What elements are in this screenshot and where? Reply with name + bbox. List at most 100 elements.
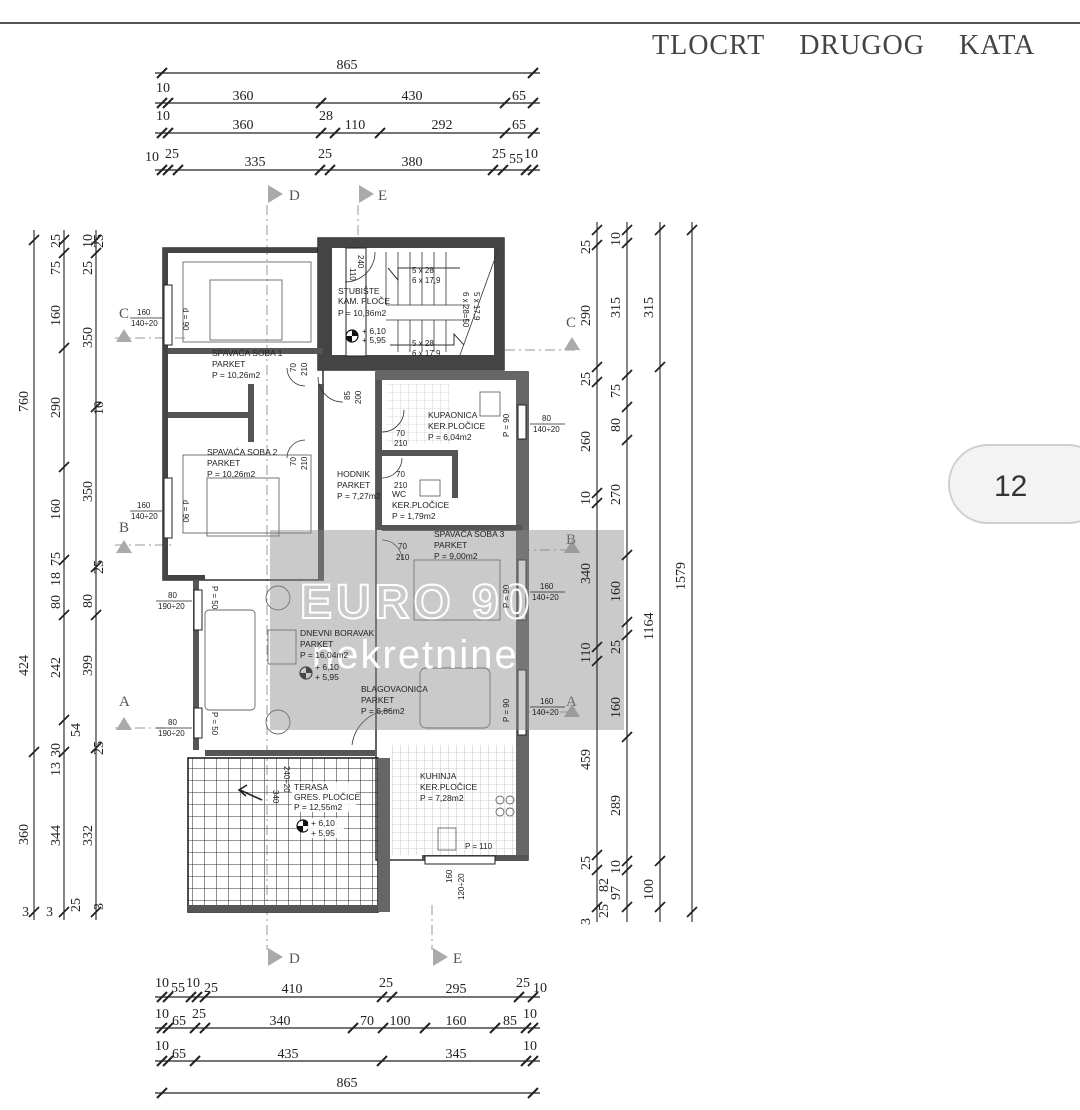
dim-left-c2-12: 3 [46,905,53,920]
dim-right-c2-5: 160 [609,581,624,602]
stair-note-4: 5 x 17,9 [472,292,481,321]
dim-left-c4-1: 10 [92,401,107,415]
bottom-dimension-text: 10 55 10 25 410 25 295 25 10 10 65 25 34… [155,976,547,1091]
top-dimension-chains [155,67,540,176]
dim-bottom-r1-1: 55 [171,981,185,996]
window-80-lower-height: 190÷20 [158,729,185,738]
dim-right-c1-1: 290 [579,305,594,326]
page-number-badge[interactable]: 12 [948,444,1080,524]
room-kitchen-finish: KER.PLOČICE [420,782,477,792]
window-room3-height: 140÷20 [532,593,559,602]
watermark-line-2: nekretnine [312,633,519,677]
sill-living-lower: P = 50 [210,712,219,736]
terrace-level-upper: + 6,10 [311,818,335,828]
dim-right-c2-2: 75 [609,384,624,398]
dim-top-r1-3: 65 [512,89,526,104]
door-d90-bed1: d = 90 [181,308,190,331]
room-hallway-name: HODNIK [337,469,370,479]
door-wc-height: 210 [394,481,408,490]
dim-left-c3-2: 350 [81,327,96,348]
stair-note-1: 5 x 28 [412,266,434,275]
room-bedroom-1: SPAVAĆA SOBA 1 PARKET P = 10,26m2 [212,348,283,380]
dim-left-c2-6: 18 [49,572,64,586]
dim-top-r3-1: 25 [165,147,179,162]
stair-note-5: 5 x 28 [412,339,434,348]
dim-top-r2-4: 292 [432,118,453,133]
dim-right-c3-1: 1164 [642,613,657,640]
dim-top-r3-5: 25 [492,147,506,162]
right-dimension-text: 25 290 25 260 10 340 110 459 25 3 10 315… [579,232,689,925]
dim-left-c4-0: 25 [92,234,107,248]
dim-left-c4-4: 3 [92,903,107,910]
room-bedroom-3: SPAVAĆA SOBA 3 PARKET P = 9,00m2 [434,529,505,561]
section-label-d-bottom: D [289,951,300,967]
dim-bottom-r2-8: 10 [523,1007,537,1022]
window-dining-height: 140÷20 [532,708,559,717]
dim-top-r1-1: 360 [233,89,254,104]
section-label-d-top: D [289,188,300,204]
dim-left-c2-0: 25 [49,234,64,248]
room-bedroom-1-area: P = 10,26m2 [212,370,261,380]
sill-kitchen: P = 110 [465,842,493,851]
dim-top-r2-3: 110 [345,118,365,133]
room-bathroom-area: P = 6,04m2 [428,432,472,442]
dim-left-c2-9: 13 [49,762,64,776]
dim-right-c2-11: 97 [609,886,624,900]
stair-notes: 5 x 28 6 x 17,9 6 x 28=50 5 x 17,9 5 x 2… [412,266,481,358]
dim-right-c3-2: 100 [642,879,657,900]
door-stairs-height: 240 [356,255,365,269]
room-living: DNEVNI BORAVAK PARKET P = 16,04m2 + 6,10… [300,628,375,682]
left-dimension-text: 760 424 360 3 25 75 160 290 160 75 18 80… [17,234,107,920]
room-wc-name: WC [392,489,406,499]
room-stairs-finish: KAM. PLOČE [338,296,390,306]
sill-bath: P = 90 [502,413,511,437]
dim-right-c1-3: 260 [579,431,594,452]
door-bed2-width: 70 [289,457,298,466]
watermark-line-1: EURO 90 [300,576,533,629]
section-label-e-bottom: E [453,951,462,967]
room-kitchen-name: KUHINJA [420,771,457,781]
dim-top-r2-0: 10 [156,109,170,124]
dim-bottom-r2-6: 160 [446,1014,467,1029]
window-b-width: 160 [137,501,151,510]
dim-left-c2-2: 160 [49,305,64,326]
section-label-b-right: B [566,532,576,548]
dim-right-c2-1: 315 [609,297,624,318]
door-bath-height: 210 [394,439,408,448]
window-kitchen-width: 160 [445,869,454,883]
window-b-height: 140÷20 [131,512,158,521]
sill-dining: P = 90 [502,698,511,722]
room-dining: BLAGOVAONICA PARKET P = 6,86m2 [361,684,428,716]
door-bath-width: 70 [396,429,405,438]
dim-top-r1-0: 10 [156,81,170,96]
door-wc-width: 70 [396,470,405,479]
window-bath-height: 140÷20 [533,425,560,434]
room-hallway-area: P = 7,27m2 [337,491,381,501]
dim-bottom-r1-7: 25 [516,976,530,991]
dim-bottom-r1-6: 295 [446,982,467,997]
left-dimension-chains [28,230,102,920]
door-d90-bed2: d = 90 [181,500,190,523]
room-hallway: HODNIK PARKET P = 7,27m2 [337,469,381,501]
terrace-door-height: 240÷20 [282,766,291,793]
window-c-width: 160 [137,308,151,317]
dim-top-r3-4: 380 [402,155,423,170]
door-bed1-height: 210 [300,362,309,376]
section-label-a-right: A [566,694,577,710]
page-number: 12 [994,470,1028,503]
dim-bottom-total: 865 [337,1076,358,1091]
dim-bottom-r1-4: 410 [282,982,303,997]
bottom-dimension-chains [155,991,540,1099]
dim-bottom-r1-3: 25 [204,981,218,996]
opening-labels: 160 140÷20 160 140÷20 80 190÷20 80 190÷2… [130,255,565,900]
dim-bottom-r2-7: 85 [503,1014,517,1029]
dim-top-r3-0: 10 [145,150,159,165]
dim-top-total: 865 [337,58,358,73]
room-dining-area: P = 6,86m2 [361,706,405,716]
dim-top-r3-6: 55 [509,152,523,167]
window-kitchen-height: 120÷20 [457,873,466,900]
dim-left-c1-1: 424 [17,655,32,676]
dim-left-c3-1: 25 [81,261,96,275]
door-bed3-width: 70 [398,542,407,551]
